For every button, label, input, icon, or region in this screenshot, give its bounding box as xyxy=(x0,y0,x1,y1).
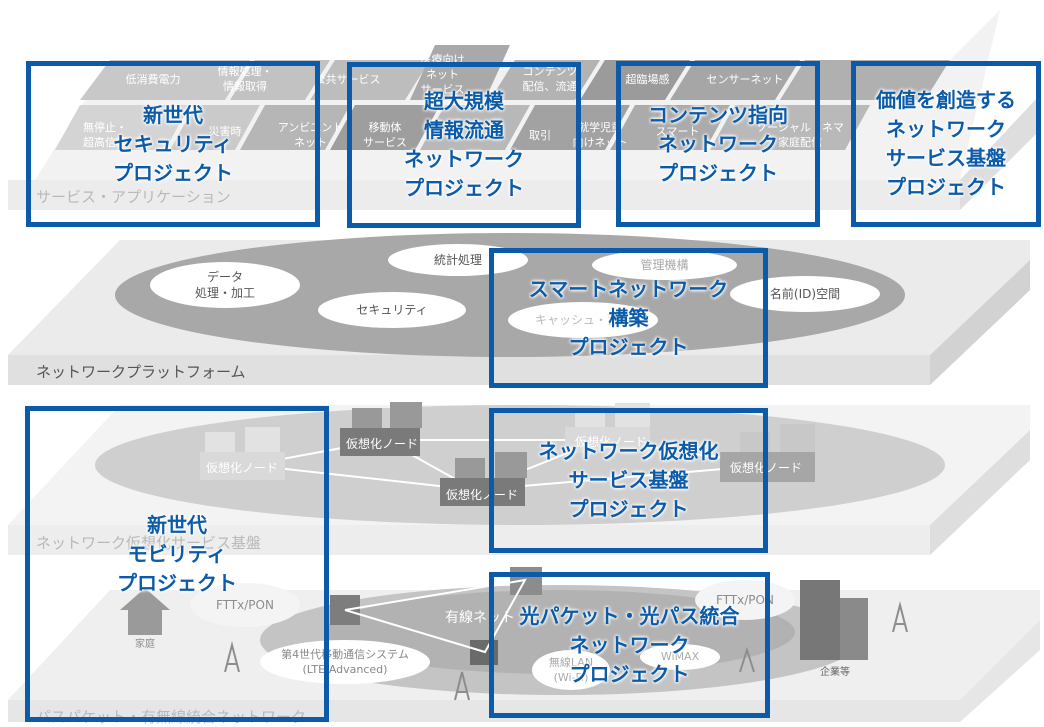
service-tile: センサーネット xyxy=(706,73,784,86)
project-title: 新世代 モビリティ プロジェクト xyxy=(117,512,237,595)
service-tile: 無停止・ 超高信頼 xyxy=(83,121,127,149)
lte-label: 第4世代移動通信システム (LTE-Advanced) xyxy=(260,640,430,684)
service-tile: 低消費電力 xyxy=(125,73,181,86)
virtual-node: 仮想化ノード xyxy=(206,461,279,475)
project-large-scale-distribution[interactable]: 超大規模 情報流通 ネットワーク プロジェクト xyxy=(347,62,581,228)
service-tile: コンテンツ 配信、流通 xyxy=(522,65,578,93)
home-label: 家庭 xyxy=(135,639,155,650)
service-tile: 災害時 xyxy=(208,125,242,138)
service-tile: 取引 xyxy=(529,129,551,142)
platform-slab xyxy=(8,233,1030,385)
project-smart-network[interactable]: スマートネットワーク 構築 プロジェクト xyxy=(489,248,768,388)
project-network-virtualization[interactable]: ネットワーク仮想化 サービス基盤 プロジェクト xyxy=(489,408,768,553)
project-title: 価値を創造する ネットワーク サービス基盤 プロジェクト xyxy=(876,88,1016,199)
project-title: ネットワーク仮想化 サービス基盤 プロジェクト xyxy=(538,439,719,521)
wired-net-label: 有線ネット xyxy=(445,610,515,626)
project-mobility[interactable]: 新世代 モビリティ プロジェクト xyxy=(25,406,329,722)
fiber-label: FTTx/PON xyxy=(716,593,774,607)
platform-oval: セキュリティ xyxy=(318,292,466,328)
service-tile: 情報処理・ 情報取得 xyxy=(217,65,273,93)
service-tile: 超臨場感 xyxy=(625,73,670,86)
service-slab xyxy=(8,10,1040,210)
virtual-node: 仮想化ノード xyxy=(446,488,519,502)
project-title: スマートネットワーク 構築 プロジェクト xyxy=(528,276,729,359)
project-title: 超大規模 情報流通 ネットワーク プロジェクト xyxy=(404,89,524,200)
platform-oval: データ 処理・加工 xyxy=(150,262,300,308)
platform-oval: キャッシュ・蓄積 xyxy=(508,302,658,338)
project-optical-packet[interactable]: 光パケット・光パス統合 ネットワーク プロジェクト xyxy=(489,572,770,718)
virtual-node: 仮想化ノード xyxy=(575,435,648,449)
project-title: コンテンツ指向 ネットワーク プロジェクト xyxy=(648,102,788,185)
enterprise-label: 企業等 xyxy=(820,667,850,678)
fiber-label: FTTx/PON xyxy=(216,598,274,612)
project-title: 新世代 セキュリティ プロジェクト xyxy=(113,102,233,185)
project-title: 光パケット・光パス統合 ネットワーク プロジェクト xyxy=(519,603,740,686)
project-content-oriented[interactable]: コンテンツ指向 ネットワーク プロジェクト xyxy=(616,61,820,227)
virtual-node: 仮想化ノード xyxy=(346,437,419,451)
service-tile: ソーシャル・ネマ 家庭配信 xyxy=(756,121,844,149)
service-tile: スマート xyxy=(655,125,700,138)
wlan-label: 無線LAN (Wi-Fi) xyxy=(532,650,610,690)
layer-label-platform: ネットワークプラットフォーム xyxy=(36,363,246,381)
virtualization-slab xyxy=(8,402,1030,555)
platform-oval: 名前(ID)空間 xyxy=(730,276,880,312)
layer-label-virtualization: ネットワーク仮想化サービス基盤 xyxy=(36,534,262,552)
service-tile: 就学児童 向けネット xyxy=(572,121,628,149)
project-value-creation[interactable]: 価値を創造する ネットワーク サービス基盤 プロジェクト xyxy=(851,61,1041,227)
layer-label-service: サービス・アプリケーション xyxy=(36,188,231,206)
service-tile: 移動体 サービス xyxy=(363,121,407,149)
project-security[interactable]: 新世代 セキュリティ プロジェクト xyxy=(26,61,320,227)
platform-oval: 管理機構 xyxy=(592,250,737,280)
wimax-label: WiMAX xyxy=(640,644,720,670)
